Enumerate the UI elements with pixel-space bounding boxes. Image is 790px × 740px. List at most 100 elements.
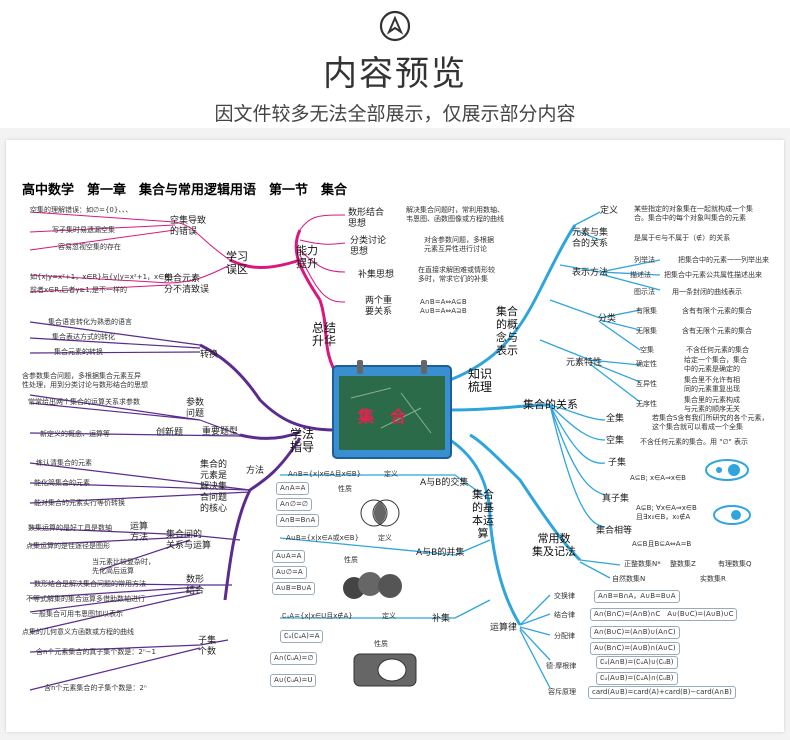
ability-item-desc: A∩B=A⇔A⊆B A∪B=A⇔A⊇B — [420, 298, 467, 315]
core-node: 集合的 元素是 解决集 合问题 的核心 — [200, 460, 228, 514]
prop-desc: 集合里的元素构成 与元素的顺序无关 — [684, 396, 740, 413]
subset-desc: A⊆B; x∈A⇒x∈B — [630, 474, 686, 482]
transform-item: 集合元素的转换 — [54, 348, 103, 356]
prop-desc: 给定一个集合，集合 中的元素是确定的 — [684, 356, 747, 373]
law-label: 容斥原理 — [548, 688, 576, 696]
key-types-node: 重要题型 — [202, 427, 239, 437]
subset-item: 含n个元素集合的子集个数是：2ⁿ — [44, 684, 147, 692]
number-set: 实数集R — [700, 575, 726, 583]
law-label: 结合律 — [554, 611, 575, 619]
complement-def: ∁ᵤA={x|x∈U且x∉A} — [282, 612, 353, 620]
ability-item-label: 数形结合 思想 — [348, 208, 385, 229]
page-subtitle: 因文件较多无法全部展示，仅展示部分内容 — [214, 103, 576, 125]
rep-label: 列举法 — [634, 256, 655, 264]
prop-label: 无序性 — [636, 400, 657, 408]
sets-equal-node: 集合相等 — [596, 526, 633, 536]
union-prop: A∪A=A — [272, 550, 306, 563]
transform-node: 转换 — [200, 350, 219, 360]
map-heading: 高中数学 第一章 集合与常用逻辑用语 第一节 集合 — [22, 183, 348, 198]
param-item: 常常给出两个集合的运算关系求参数 — [28, 398, 140, 406]
shape-item: 一般集合可用韦恩图加以表示 — [32, 610, 123, 618]
proper-subset-venn-icon — [713, 505, 751, 525]
law-desc: A∩(B∩C)=(A∩B)∩C A∪(B∪C)=(A∪B)∪C — [590, 608, 738, 621]
sets-equal-desc: A⊆B且B⊆A⇔A=B — [632, 540, 692, 548]
proper-desc: A⊊B; ∀x∈A⇒x∈B 且∃x₀∈B，x₀∉A — [636, 504, 697, 521]
class-desc: 含有无限个元素的集合 — [682, 327, 752, 335]
intersection-def-label: 定义 — [384, 470, 398, 478]
inter-prop: A∩B=B∩A — [276, 514, 320, 527]
law-label: 交换律 — [554, 592, 575, 600]
law-desc: A∩(B∪C)=(A∩B)∪(A∩C) — [590, 626, 680, 639]
proper-subset-node: 真子集 — [602, 494, 630, 504]
core-item: 能化简集合的元素 — [34, 479, 90, 487]
law-desc: ∁ᵤ(A∪B)=(∁ᵤA)∩(∁ᵤB) — [596, 672, 678, 685]
compass-logo-icon — [379, 10, 411, 42]
complement-node: 补集 — [432, 614, 451, 624]
element-confusion: 集合元素 分不清致误 — [164, 274, 210, 295]
subset-venn-icon — [705, 459, 749, 481]
union-node: A与B的并集 — [416, 548, 465, 558]
union-prop-label: 性质 — [344, 556, 358, 564]
page-title: 内容预览 — [323, 54, 467, 94]
law-desc: A∪(B∩C)=(A∪B)∩(A∪C) — [590, 642, 680, 655]
empty-item: 容易忽视空集的存在 — [58, 243, 121, 251]
subset-count-node: 子集 个数 — [198, 636, 217, 657]
comp-prop: A∪(∁ᵤA)=U — [270, 674, 317, 687]
prop-desc: 集合里不允许有相 同的元素重复出现 — [684, 376, 740, 393]
rep-desc: 用一条封闭的曲线表示 — [672, 288, 742, 296]
ability-item-desc: 对含参数问题，多根据 元素互异性进行讨论 — [424, 236, 494, 253]
definition-node: 定义 — [600, 206, 619, 216]
class-label: 无限集 — [636, 327, 657, 335]
rep-label: 图示法 — [634, 288, 655, 296]
law-desc: A∩B=B∩A，A∪B=B∪A — [594, 590, 680, 603]
class-label: 空集 — [640, 346, 654, 354]
ops-simplify: 当元素比较复杂时， 先化简后运算 — [92, 558, 155, 575]
ability-node: 能力 提升 — [296, 244, 318, 270]
element-item: 如{x|y=x²+1，x∈R}与{y|y=x²+1，x∈R} — [30, 273, 174, 281]
shape-combo-node: 数形 结合 — [186, 575, 205, 596]
param-node: 参数 问题 — [186, 398, 205, 419]
innovation-item: 新定义的概念、运算等 — [40, 430, 110, 438]
chalkboard-icon — [332, 360, 452, 459]
branch-concept: 集合 的概 念与 表示 — [496, 305, 518, 357]
law-desc: card(A∪B)=card(A)+card(B)−card(A∩B) — [588, 686, 736, 699]
union-def-label: 定义 — [378, 534, 392, 542]
venn-complement-icon — [353, 653, 417, 687]
element-relation-node: 元素与集 合的关系 — [572, 228, 609, 249]
representation-node: 表示方法 — [572, 268, 609, 278]
law-label: 分配律 — [554, 632, 575, 640]
law-desc: ∁ᵤ(A∩B)=(∁ᵤA)∪(∁ᵤB) — [596, 656, 678, 669]
ability-item-label: 分类讨论 思想 — [350, 236, 387, 257]
union-prop: A∪B=B∪A — [272, 582, 316, 595]
relation-ops-node: 集合间的 关系与运算 — [166, 530, 212, 551]
center-label: 集 合 — [358, 407, 407, 426]
union-prop: A∪∅=A — [272, 566, 307, 579]
class-desc: 不含任何元素的集合 — [686, 346, 749, 354]
equal-desc: 若集合S含有我们所研究的各个元素， 这个集合就可以看成一个全集 — [652, 414, 769, 431]
subset-item: 含n个元素集合的真子集个数是：2ⁿ−1 — [36, 648, 156, 656]
subset-node: 子集 — [608, 458, 627, 468]
intersection-def: A∩B={x|x∈A且x∈B} — [288, 470, 362, 478]
header-area: 内容预览 因文件较多无法全部展示，仅展示部分内容 — [0, 0, 790, 128]
empty-item: 写子集时易遗漏空集 — [52, 226, 115, 234]
class-label: 有限集 — [636, 307, 657, 315]
equal-node: 全集 — [606, 414, 625, 424]
branch-relation: 集合的关系 — [523, 398, 578, 411]
class-desc: 含有有限个元素的集合 — [682, 307, 752, 315]
rep-label: 描述法 — [630, 271, 651, 279]
empty-desc: 不含任何元素的集合。用 "∅" 表示 — [640, 438, 748, 446]
ability-item-desc: 解决集合问题时，常利用数轴、 韦恩图、函数图像或方程的曲线 — [406, 206, 504, 223]
shape-item: 点集的几何意义方函数或方程的曲线 — [22, 628, 134, 636]
shape-item: 数形结合是解决集合问题的常用方法 — [34, 580, 146, 588]
ops-item: 数集运算的是好工具是数轴 — [28, 524, 112, 532]
transform-item: 集合表达方式的转化 — [52, 333, 115, 341]
definition-desc: 某些指定的对象集在一起就构成一个集 合。集合中的每个对象叫集合的元素 — [634, 205, 753, 222]
transform-item: 集合语言转化为熟悉的语言 — [48, 318, 132, 326]
venn-union-icon — [343, 572, 402, 599]
number-set: 自然数集N — [612, 575, 646, 583]
venn-intersection-icon — [360, 499, 400, 527]
rep-desc: 把集合中元素公共属性描述出来 — [664, 271, 762, 279]
ops-method-node: 运算 方法 — [130, 522, 149, 543]
prop-label: 互异性 — [636, 380, 657, 388]
